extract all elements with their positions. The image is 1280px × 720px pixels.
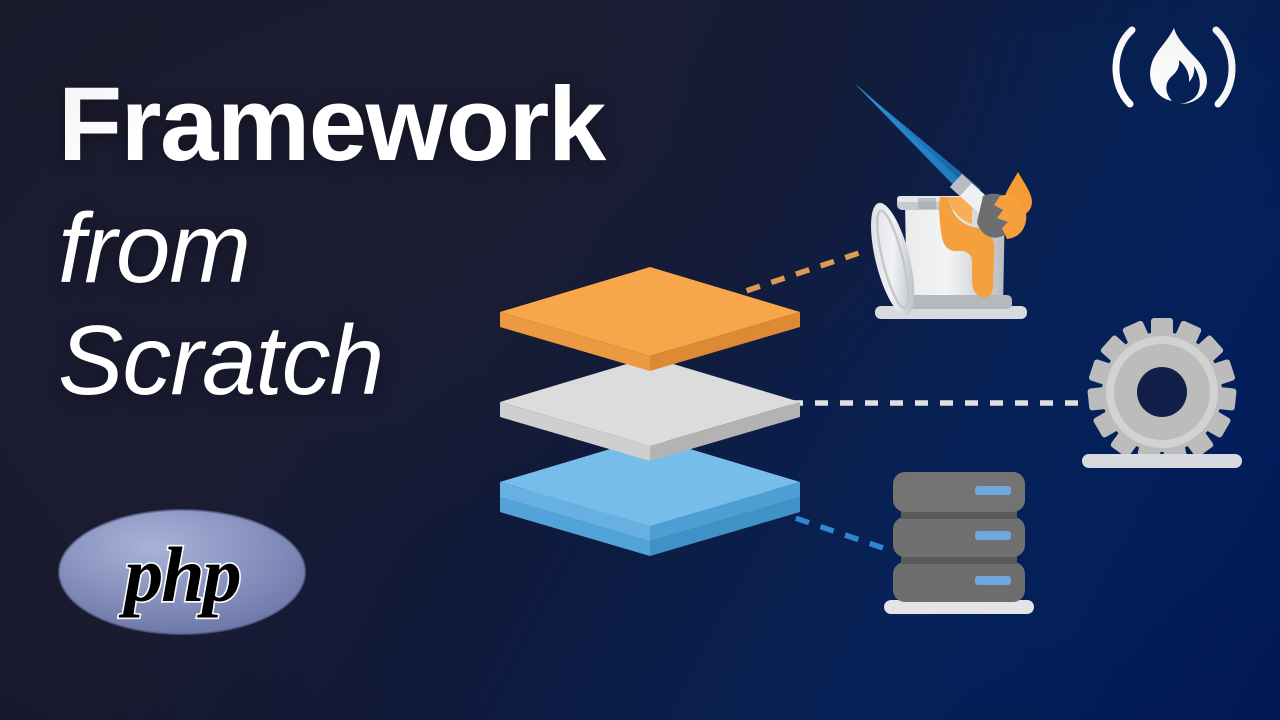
title-line-3: Scratch (58, 305, 384, 415)
title-line-1: Framework (58, 66, 606, 183)
php-logo: php (58, 509, 306, 635)
title-block: Framework from Scratch (58, 72, 758, 409)
php-logo-text: php (118, 531, 239, 618)
flame-icon (1150, 28, 1207, 104)
title-line-2: from (58, 193, 251, 303)
right-paren-icon (1212, 26, 1236, 108)
left-paren-icon (1112, 26, 1136, 108)
freecodecamp-logo[interactable] (1094, 16, 1254, 116)
gear-icon-hit[interactable] (1085, 320, 1240, 465)
paint-bucket-icon-hit[interactable] (845, 70, 1045, 335)
server-stack-icon-hit[interactable] (880, 485, 1030, 615)
